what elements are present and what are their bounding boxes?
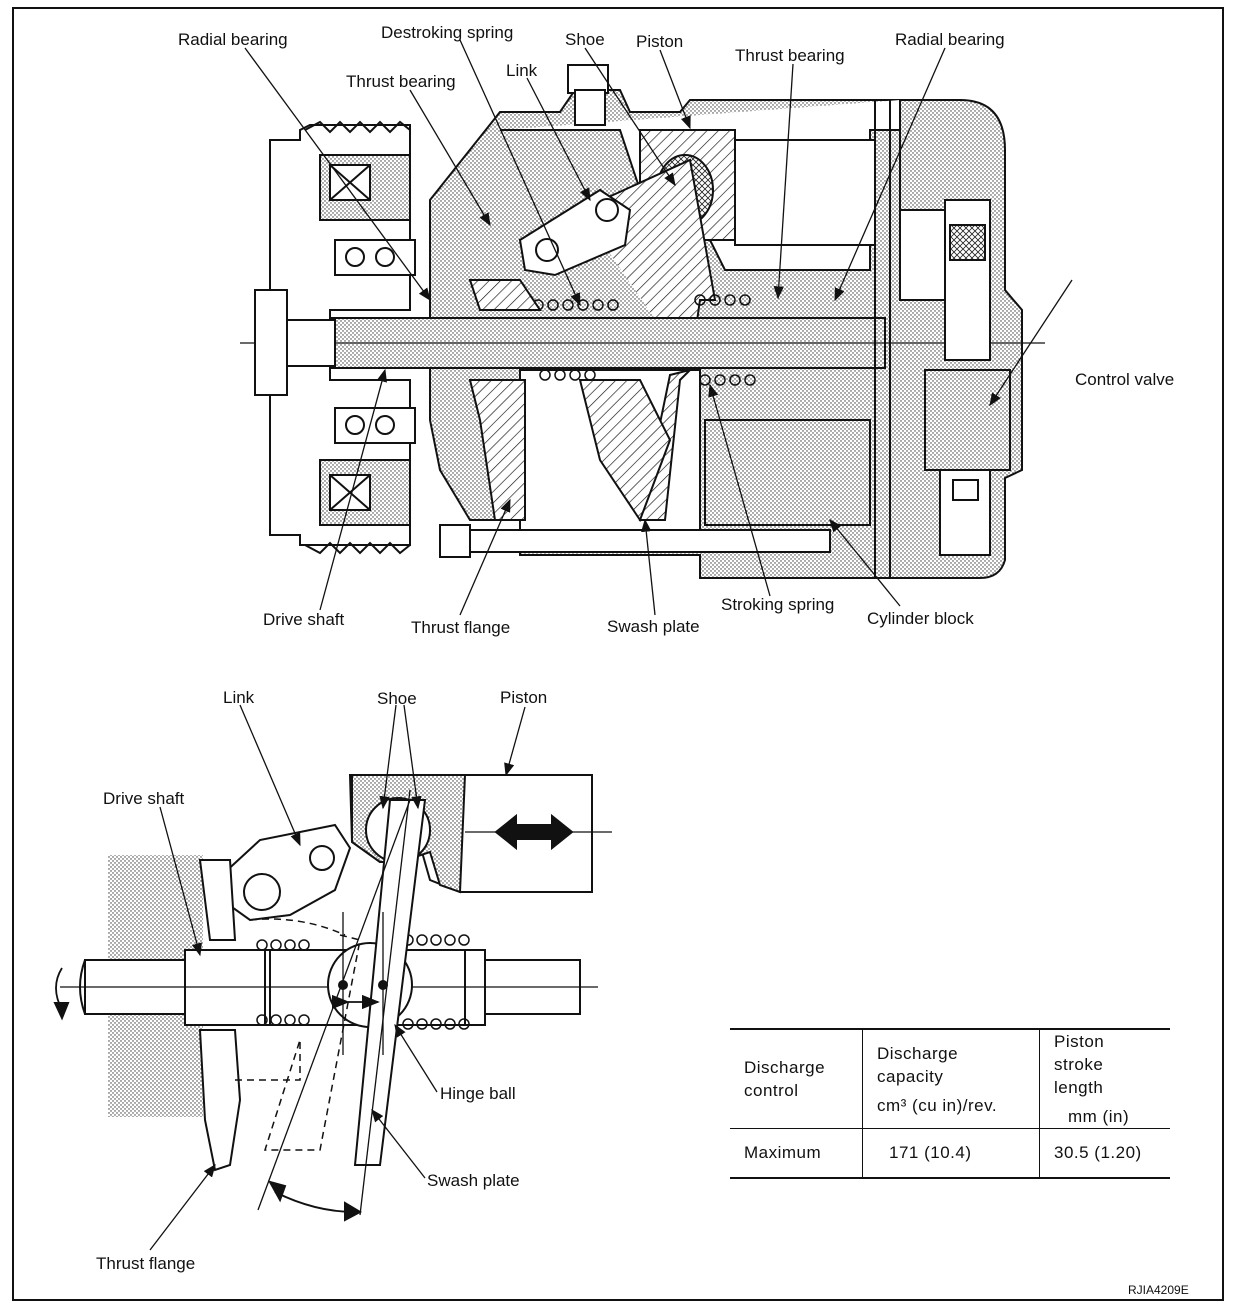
cell-capacity: 171 (10.4) [862, 1128, 1040, 1179]
figure-frame [12, 7, 1224, 1301]
label-thrust-bearing-right: Thrust bearing [735, 46, 845, 65]
cylinder-bore-upper [734, 139, 876, 246]
label-drive-shaft-top: Drive shaft [263, 610, 345, 629]
cylinder-bore-lower [704, 419, 871, 526]
label-drive-shaft-bottom: Drive shaft [103, 789, 185, 808]
label-cylinder-block: Cylinder block [867, 609, 974, 628]
label-thrust-flange-top: Thrust flange [411, 618, 511, 637]
thrust-flange-top [468, 279, 542, 311]
label-shoe-bottom: Shoe [377, 689, 417, 708]
label-thrust-flange-bottom: Thrust flange [96, 1254, 196, 1273]
header-piston-stroke-length: Piston stroke length mm (in) [1039, 1028, 1170, 1129]
label-swash-plate-bottom: Swash plate [427, 1171, 520, 1190]
top-cross-section [240, 64, 1045, 579]
label-link-bottom: Link [223, 688, 255, 707]
cell-stroke: 30.5 (1.20) [1039, 1128, 1170, 1179]
label-stroking-spring: Stroking spring [721, 595, 835, 614]
bottom-schematic [53, 774, 612, 1222]
label-piston-top: Piston [636, 32, 684, 51]
label-swash-plate-top: Swash plate [607, 617, 700, 636]
label-hinge-ball: Hinge ball [440, 1084, 516, 1103]
spec-table-row: Maximum 171 (10.4) 30.5 (1.20) [730, 1128, 1170, 1179]
link-bottom [221, 823, 352, 922]
label-destroking-spring: Destroking spring [381, 23, 514, 42]
top-leader-lines [244, 39, 1073, 616]
stroking-spring [539, 294, 756, 386]
label-control-valve: Control valve [1075, 370, 1175, 389]
spec-table-header-row: Discharge control Discharge capacity cm³… [730, 1028, 1170, 1129]
swash-plate-lower [578, 379, 672, 523]
header-discharge-capacity: Discharge capacity cm³ (cu in)/rev. [862, 1028, 1040, 1129]
spec-table: Discharge control Discharge capacity cm³… [730, 1028, 1170, 1179]
label-piston-bottom: Piston [500, 688, 548, 707]
bottom-leader-lines [149, 704, 526, 1251]
thrust-flange-bottom [198, 859, 237, 941]
label-thrust-bearing-left: Thrust bearing [346, 72, 456, 91]
label-radial-bearing-left: Radial bearing [178, 30, 288, 49]
label-link-top: Link [506, 61, 538, 80]
cell-control: Maximum [730, 1128, 863, 1179]
label-radial-bearing-right: Radial bearing [895, 30, 1005, 49]
header-discharge-control: Discharge control [730, 1028, 863, 1129]
control-valve-body [924, 369, 1011, 471]
label-shoe-top: Shoe [565, 30, 605, 49]
piston-double-arrow [494, 813, 574, 851]
document-code: RJIA4209E [1128, 1283, 1189, 1297]
